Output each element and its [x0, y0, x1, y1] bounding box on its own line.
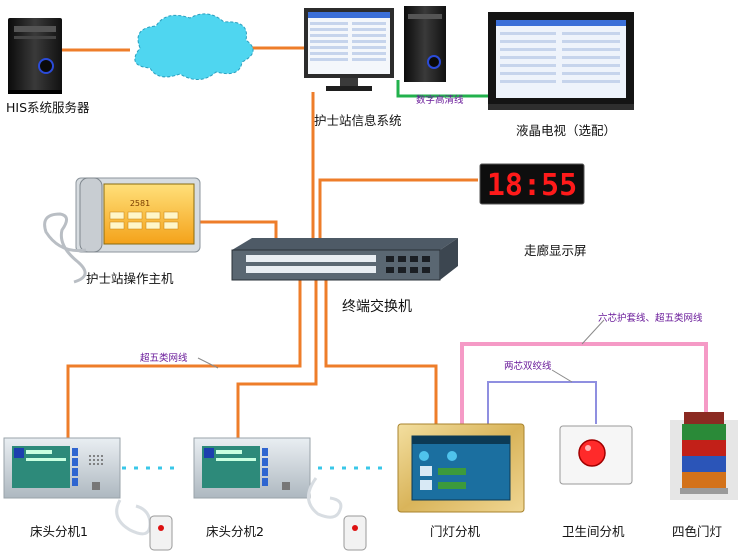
four-color-light-icon — [670, 412, 738, 500]
door-unit-label: 门灯分机 — [430, 524, 481, 539]
wires — [62, 46, 708, 470]
nurse-host-label: 护士站操作主机 — [86, 271, 174, 286]
call-handle-2-icon — [307, 477, 367, 551]
four-color-light-label: 四色门灯 — [672, 524, 723, 539]
twisted-pair-wire-label: 两芯双绞线 — [504, 361, 552, 372]
nurse-host-screen-number: 2581 — [130, 199, 150, 208]
bed-unit-2-icon — [193, 437, 311, 499]
corridor-display-icon: 18:55 — [479, 163, 585, 205]
his-server-icon — [8, 18, 62, 94]
nurse-info-system-label: 护士站信息系统 — [314, 113, 402, 128]
cat5e-wire-switch-bed1 — [66, 276, 302, 438]
six-core-wire — [460, 342, 708, 424]
twisted-pair-wire — [487, 381, 597, 424]
six-core-wire-label: 六芯护套线、超五类网线 — [598, 313, 703, 324]
lcd-tv-label: 液晶电视（选配） — [516, 123, 617, 138]
cat5e-wire-switch-door — [324, 276, 438, 424]
leader-six-core — [581, 319, 605, 345]
cat5e-wire-display-switch — [318, 178, 478, 250]
bathroom-unit-icon — [559, 425, 633, 485]
call-handle-1-icon — [115, 499, 173, 551]
network-cloud — [134, 13, 254, 80]
lcd-tv-icon — [488, 12, 634, 110]
switch-label: 终端交换机 — [342, 299, 412, 315]
cat5e-wire-label: 超五类网线 — [140, 353, 188, 364]
his-server-label: HIS系统服务器 — [6, 100, 90, 115]
door-unit-icon — [397, 423, 525, 513]
bed-unit-1-label: 床头分机1 — [30, 524, 88, 539]
bed-unit-2-label: 床头分机2 — [206, 524, 264, 539]
hdmi-wire-label: 数字高清线 — [416, 95, 464, 106]
switch-icon — [231, 238, 458, 281]
nurse-info-monitor-icon — [304, 8, 394, 91]
corridor-display-time: 18:55 — [487, 168, 577, 203]
bed-unit-1-icon — [3, 437, 121, 499]
leader-twisted — [551, 369, 573, 383]
cat5e-wire-switch-bed2 — [236, 276, 318, 438]
corridor-display-label: 走廊显示屏 — [524, 243, 587, 258]
leader-cat5e — [197, 357, 219, 369]
nurse-host-icon: 2581 — [43, 177, 201, 284]
hdmi-wire — [396, 80, 490, 98]
bathroom-unit-label: 卫生间分机 — [562, 524, 625, 539]
pc-tower-icon — [404, 6, 446, 82]
